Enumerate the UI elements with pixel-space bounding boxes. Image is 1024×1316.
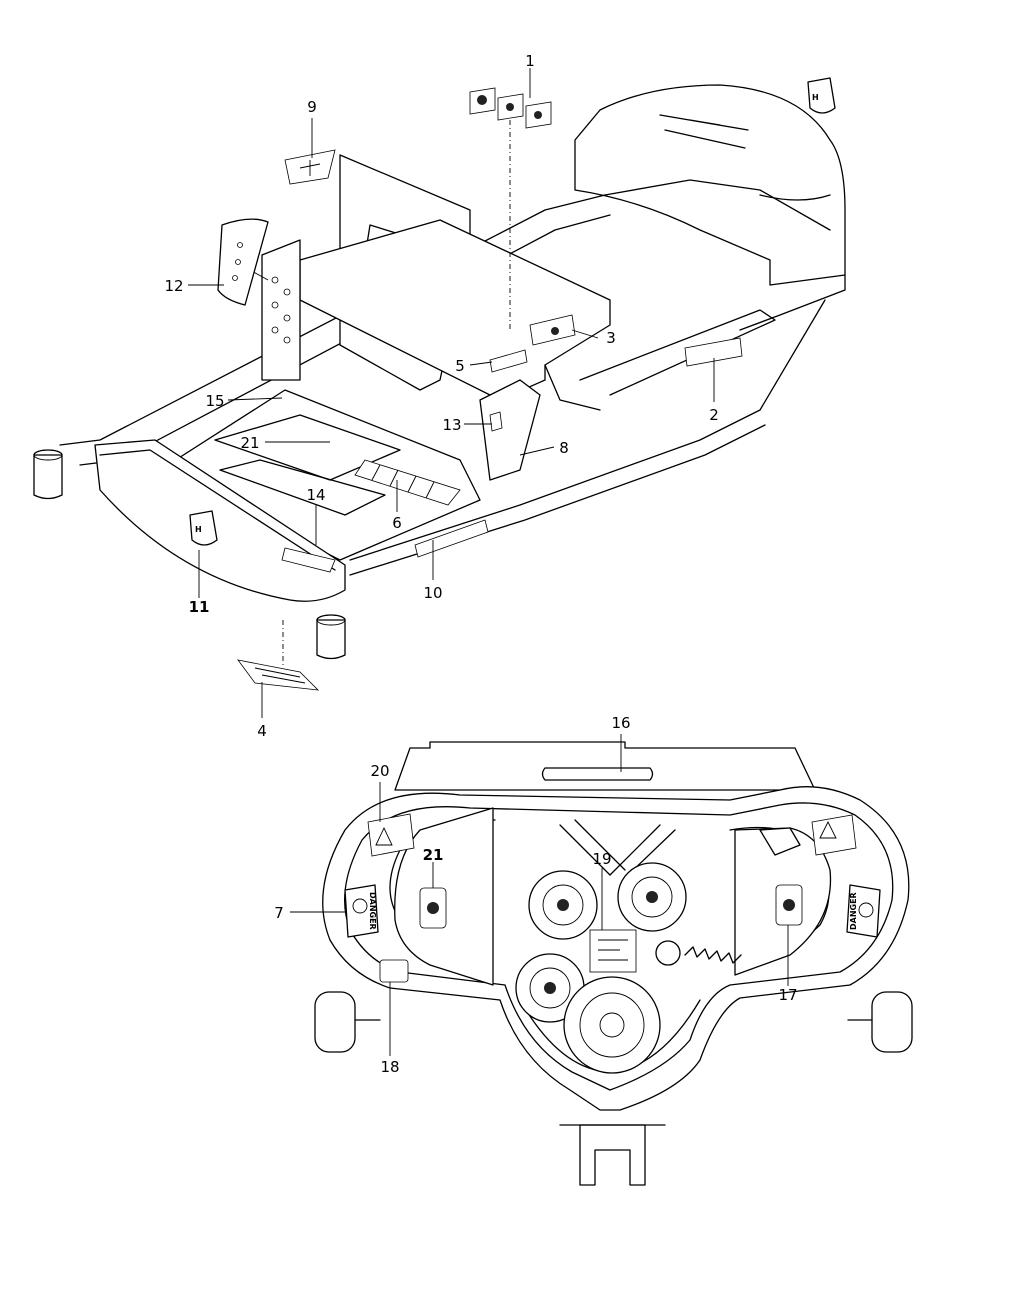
callout-labels: 1 2 3 4 5 6 7 8 9 10 11 12 13 14 15 16 1… (164, 52, 797, 1076)
husqvarna-logo-front: H (189, 510, 218, 546)
decal-9-shape (284, 149, 336, 185)
callout-21-frame: 21 (240, 434, 259, 452)
callout-21-deck: 21 (423, 846, 444, 864)
decal-3 (529, 314, 576, 346)
callout-7: 7 (274, 904, 284, 922)
left-plate-holes (271, 276, 291, 344)
mower-deck: DANGER DANGER (314, 741, 913, 1186)
callout-20: 20 (370, 762, 389, 780)
decal-20-warning-right (811, 814, 857, 856)
callout-8: 8 (559, 439, 569, 457)
lower-leader-lines (290, 734, 789, 1056)
decal-6-warning (354, 459, 461, 506)
upper-leader-lines (188, 68, 715, 718)
pulley-center (617, 862, 687, 932)
decal-19-belt (589, 929, 637, 973)
callout-16: 16 (611, 714, 630, 732)
left-gauge-wheel (314, 991, 381, 1053)
decal-4-control (237, 659, 320, 691)
danger-text-right: DANGER (849, 892, 858, 930)
callout-10: 10 (423, 584, 442, 602)
decal-1-symbols (469, 87, 552, 129)
right-gauge-wheel (847, 991, 913, 1053)
left-caster-tube (33, 449, 63, 500)
decal-13 (489, 411, 503, 432)
callout-18: 18 (380, 1058, 399, 1076)
spindle-front (563, 976, 661, 1074)
svg-text:H: H (195, 525, 202, 534)
callout-4: 4 (257, 722, 267, 740)
danger-text-left: DANGER (368, 892, 377, 930)
decal-5 (489, 349, 528, 373)
front-caster-tube (316, 614, 346, 660)
decal-20-warning-left (367, 813, 415, 857)
callout-13: 13 (442, 416, 461, 434)
callout-15: 15 (205, 392, 224, 410)
chassis-frame (33, 84, 846, 665)
callout-11: 11 (189, 598, 210, 616)
callout-2: 2 (709, 406, 719, 424)
decal-17-deck (775, 884, 803, 926)
danger-decal-left: DANGER (344, 884, 379, 938)
decal-front-plate (281, 547, 336, 573)
decal-18-deck (379, 959, 409, 983)
decal-12-strip (217, 218, 269, 306)
callout-1: 1 (525, 52, 535, 70)
danger-decal-right: DANGER (846, 884, 881, 938)
callout-5: 5 (455, 357, 465, 375)
callout-19: 19 (592, 850, 611, 868)
callout-3: 3 (606, 329, 616, 347)
husqvarna-logo-rear: H (807, 77, 836, 114)
callout-6: 6 (392, 514, 402, 532)
pulley-left (528, 870, 598, 940)
callout-12: 12 (164, 277, 183, 295)
decal-10-brand (414, 519, 489, 558)
callout-17: 17 (778, 986, 797, 1004)
callout-14: 14 (306, 486, 325, 504)
callout-9: 9 (307, 98, 317, 116)
svg-text:H: H (812, 93, 819, 102)
decal-21-deck (419, 887, 447, 929)
decal-2 (684, 337, 743, 367)
